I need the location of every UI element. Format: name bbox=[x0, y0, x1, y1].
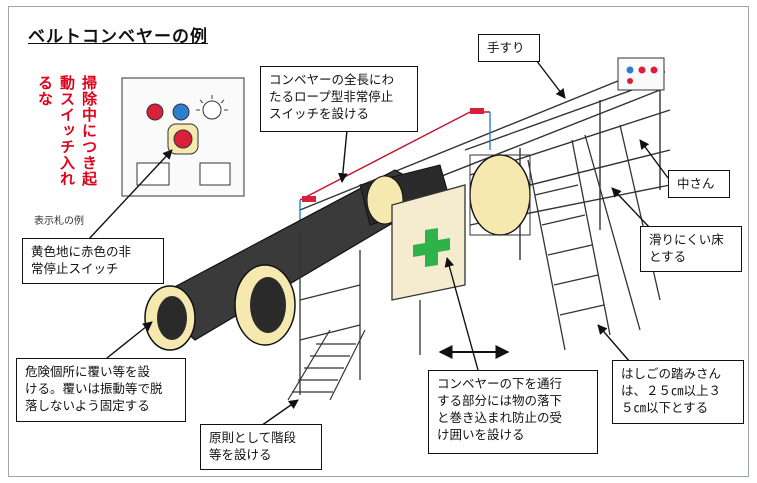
guard-panel bbox=[391, 184, 466, 301]
label-stairs: 原則として階段 等を設ける bbox=[200, 424, 322, 470]
head-pulley bbox=[469, 154, 531, 236]
switch-box-upper bbox=[617, 57, 665, 91]
sign-caption: 表示札の例 bbox=[34, 216, 84, 227]
warning-sign: 掃除中につき起動スイッチ入れるな bbox=[30, 75, 98, 205]
support-legs bbox=[299, 232, 421, 395]
label-floor: 滑りにくい床 とする bbox=[640, 226, 742, 272]
leader-emergency bbox=[87, 149, 173, 241]
leader-midrail bbox=[639, 139, 669, 179]
leader-ladder bbox=[597, 324, 631, 363]
page-title: ベルトコンベヤーの例 bbox=[28, 27, 208, 47]
belt-conveyor bbox=[144, 164, 451, 351]
label-guard: コンベヤーの下を通行 する部分には物の落下 と巻き込まれ防止の受 け囲いを設ける bbox=[428, 370, 598, 454]
leader-handrail bbox=[535, 59, 566, 99]
leader-floor bbox=[611, 187, 651, 229]
label-midrail: 中さん bbox=[668, 170, 730, 198]
stairs bbox=[287, 329, 366, 401]
control-panel bbox=[121, 77, 245, 197]
leader-guard bbox=[444, 257, 479, 371]
rope-switch-box-left bbox=[302, 196, 316, 202]
label-handrail: 手すり bbox=[478, 34, 540, 62]
figure-frame bbox=[8, 6, 749, 477]
rope-line bbox=[299, 111, 471, 201]
leader-cover bbox=[101, 321, 153, 363]
leader-rope-switch bbox=[337, 129, 348, 183]
label-cover: 危険個所に覆い等を設 ける。覆いは振動等で脱 落しないよう固定する bbox=[16, 358, 186, 422]
rope-switch-box-right bbox=[470, 108, 484, 114]
label-emergency: 黄色地に赤色の非 常停止スイッチ bbox=[22, 238, 164, 284]
warning-sign-text: 掃除中につき起動スイッチ入れるな bbox=[36, 75, 98, 187]
label-ladder: はしごの踏みさん は、２５㎝以上３ ５㎝以下とする bbox=[612, 360, 744, 424]
label-rope-switch: コンベヤーの全長にわ たるロープ型非常停止 スイッチを設ける bbox=[260, 66, 418, 132]
leader-stairs bbox=[257, 399, 299, 429]
